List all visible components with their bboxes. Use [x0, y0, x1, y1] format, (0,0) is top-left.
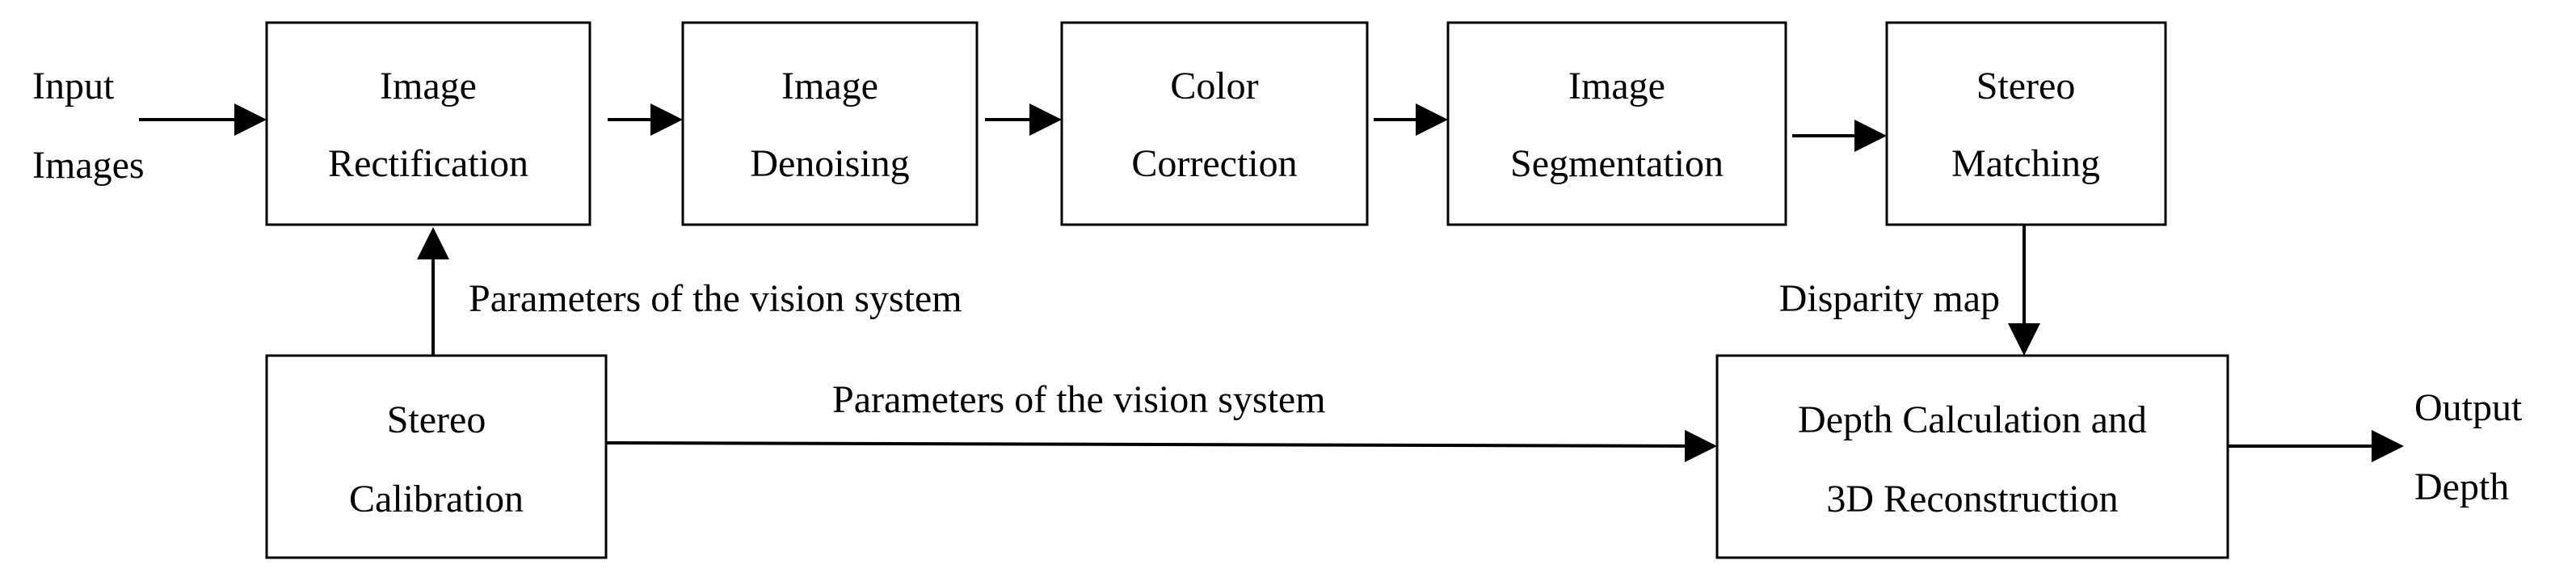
node-image-denoising: Image Denoising — [681, 21, 979, 226]
edge-label-params-bottom: Parameters of the vision system — [832, 378, 1326, 421]
output-label-line2: Depth — [2414, 466, 2509, 508]
node-stereo-matching: Stereo Matching — [1885, 21, 2167, 226]
arrow-calibration-to-depth — [605, 429, 1717, 462]
node-image-segmentation-line1: Image — [1568, 65, 1665, 107]
input-label-line1: Input — [32, 65, 115, 107]
node-image-rectification-line1: Image — [380, 65, 477, 107]
input-label-line2: Images — [32, 144, 145, 187]
node-color-correction: Color Correction — [1060, 21, 1369, 226]
node-depth-calculation: Depth Calculation and 3D Reconstruction — [1715, 354, 2229, 559]
node-image-rectification: Image Rectification — [265, 21, 591, 226]
node-color-correction-line1: Color — [1170, 65, 1258, 107]
edge-label-params-top: Parameters of the vision system — [469, 277, 962, 320]
output-label-line1: Output — [2414, 386, 2523, 429]
node-image-segmentation-line2: Segmentation — [1510, 142, 1724, 185]
node-stereo-calibration-line1: Stereo — [387, 398, 486, 441]
node-stereo-matching-line1: Stereo — [1976, 65, 2076, 107]
node-depth-calculation-line2: 3D Reconstruction — [1826, 478, 2118, 520]
node-image-denoising-line1: Image — [781, 65, 878, 107]
node-color-correction-line2: Correction — [1131, 142, 1297, 185]
node-depth-calculation-line1: Depth Calculation and — [1798, 398, 2147, 441]
node-image-denoising-line2: Denoising — [750, 142, 909, 185]
node-stereo-matching-line2: Matching — [1951, 142, 2100, 185]
node-stereo-calibration: Stereo Calibration — [265, 354, 608, 559]
edge-label-disparity-map: Disparity map — [1779, 277, 2000, 320]
node-image-segmentation: Image Segmentation — [1446, 21, 1787, 226]
node-image-rectification-line2: Rectification — [328, 142, 528, 185]
node-stereo-calibration-line2: Calibration — [349, 478, 524, 520]
